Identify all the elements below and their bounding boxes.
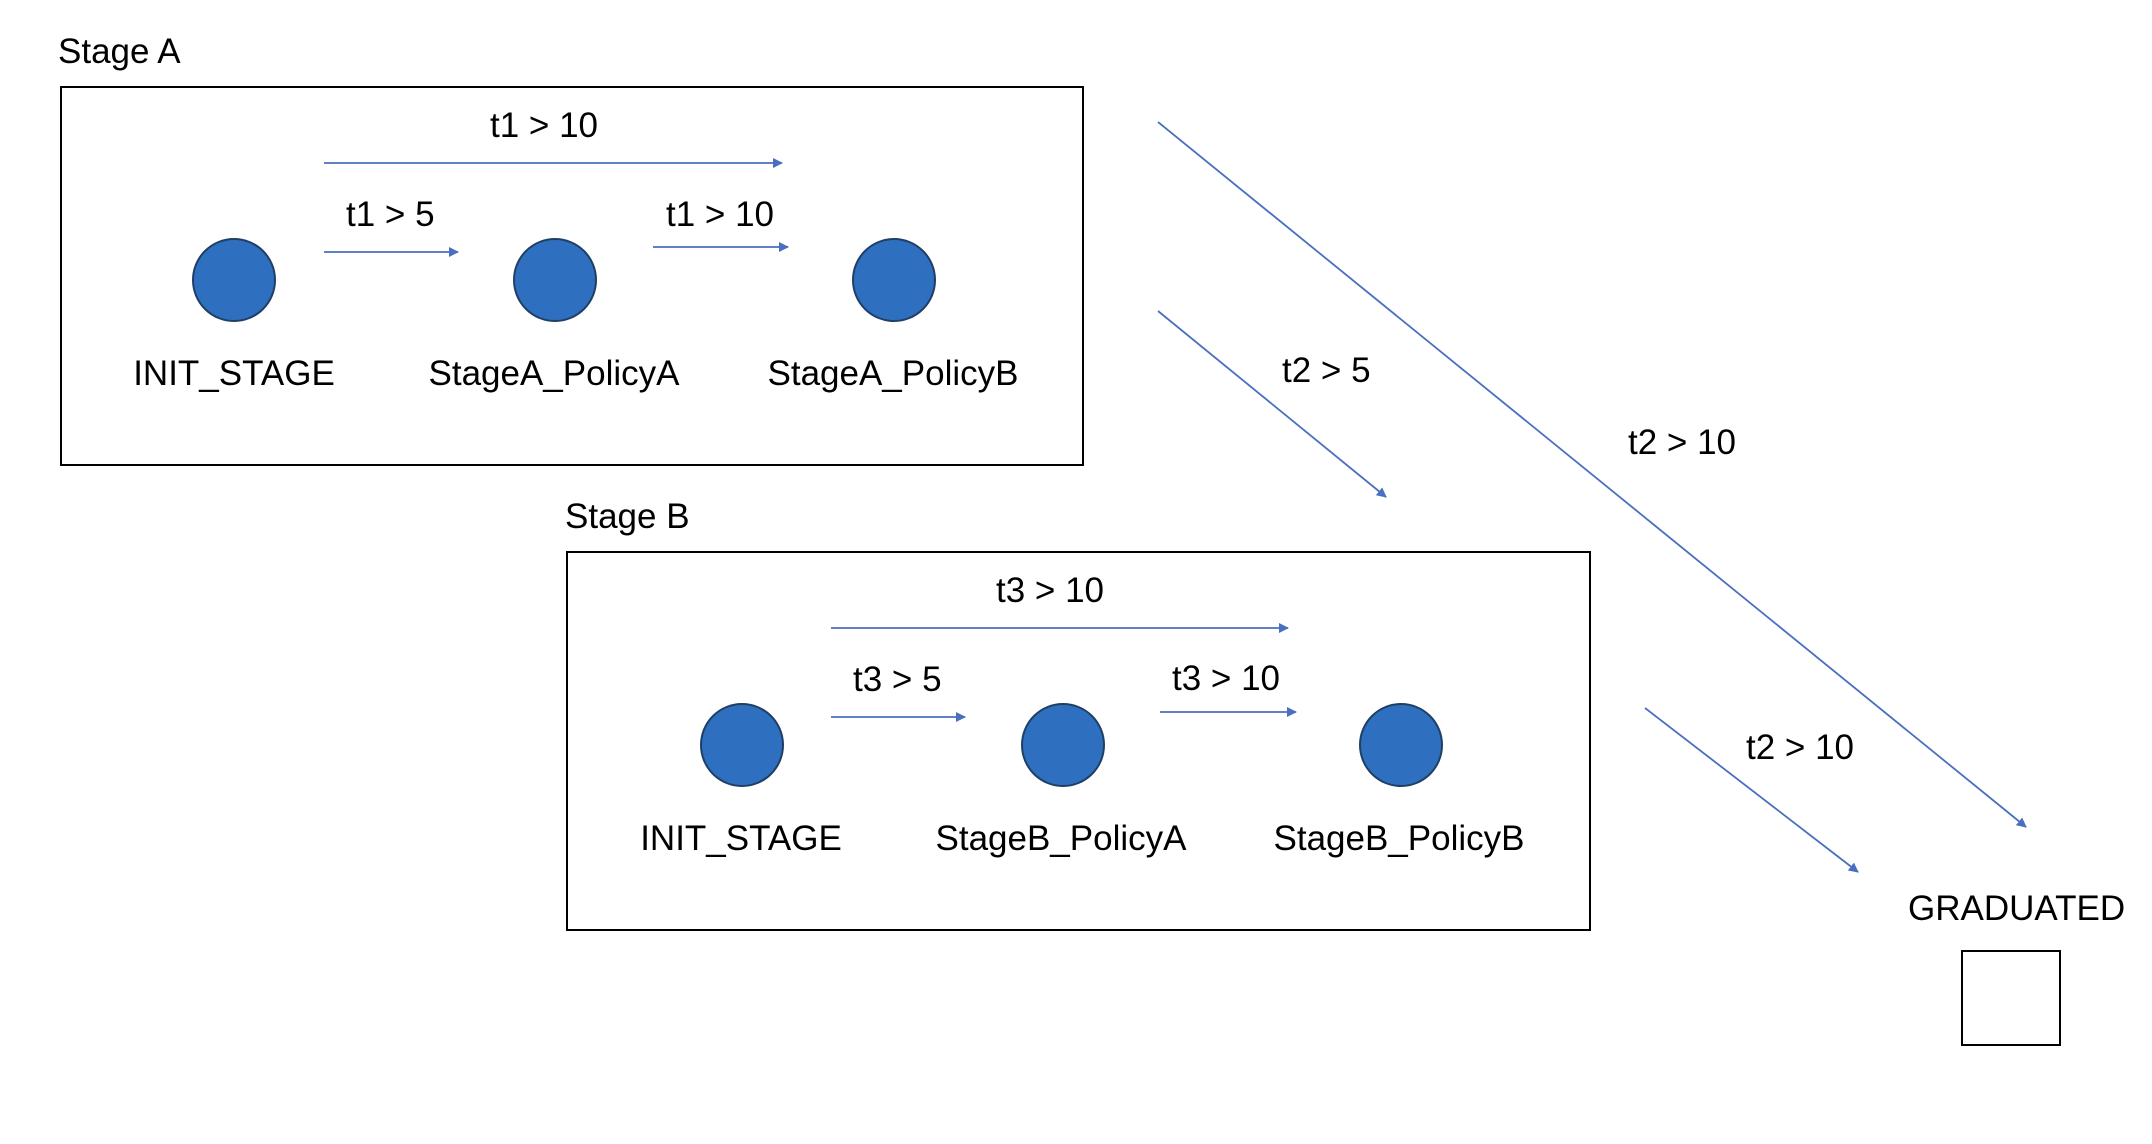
stage-b-edge-policy-a-to-policy-b-label: t3 > 10: [1172, 659, 1281, 698]
stage-a-edge-policy-a-to-policy-b-label: t1 > 10: [666, 195, 775, 234]
transition-stage-a-to-graduated-label: t2 > 10: [1628, 423, 1737, 462]
stage-b-init-stage-label: INIT_STAGE: [640, 819, 842, 858]
arrow-stage-a-to-graduated: [1157, 121, 2027, 828]
stage-b-policy-a-label: StageB_PolicyA: [935, 819, 1187, 858]
stage-b-policy-b-label: StageB_PolicyB: [1273, 819, 1525, 858]
stage-a-policy-a-node: [513, 238, 597, 322]
stage-a-init-stage-label: INIT_STAGE: [133, 354, 335, 393]
stage-b-title: Stage B: [565, 497, 690, 536]
transition-stage-b-to-graduated-label: t2 > 10: [1746, 728, 1855, 767]
graduated-box: [1961, 950, 2061, 1046]
stage-a-init-stage-node: [192, 238, 276, 322]
stage-b-edge-init-to-policy-b-label: t3 > 10: [996, 571, 1105, 610]
stage-a-policy-b-label: StageA_PolicyB: [767, 354, 1019, 393]
stage-b-box: [566, 551, 1591, 931]
stage-a-policy-b-node: [852, 238, 936, 322]
stage-b-policy-a-node: [1021, 703, 1105, 787]
stage-b-edge-init-to-policy-a-label: t3 > 5: [853, 660, 942, 699]
stage-a-policy-a-label: StageA_PolicyA: [428, 354, 680, 393]
stage-b-init-stage-node: [700, 703, 784, 787]
transition-stage-a-to-stage-b-label: t2 > 5: [1282, 351, 1371, 390]
arrow-stage-a-to-stage-b: [1157, 310, 1387, 498]
stage-a-title: Stage A: [58, 32, 181, 71]
stage-b-policy-b-node: [1359, 703, 1443, 787]
stage-a-edge-init-to-policy-b-label: t1 > 10: [490, 106, 599, 145]
stage-a-edge-init-to-policy-a-label: t1 > 5: [346, 195, 435, 234]
arrow-stage-b-to-graduated: [1644, 707, 1859, 873]
stage-a-box: [60, 86, 1084, 466]
graduated-label: GRADUATED: [1908, 889, 2126, 928]
